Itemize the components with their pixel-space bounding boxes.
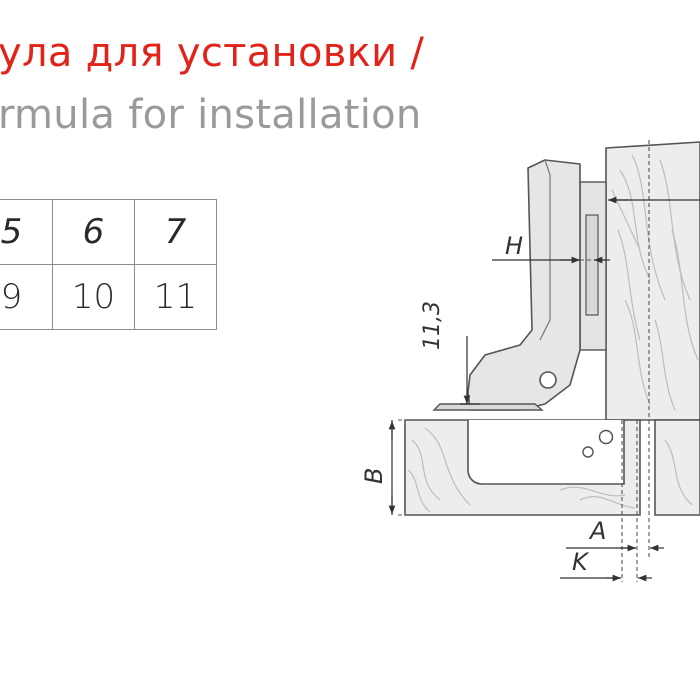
table-cell: 10 bbox=[52, 264, 135, 330]
door-panel bbox=[605, 141, 700, 421]
label-h: H bbox=[505, 232, 524, 260]
table-cell: 11 bbox=[134, 264, 217, 330]
table-row-values: 9 10 11 bbox=[0, 264, 217, 330]
mounting-plate bbox=[585, 214, 599, 316]
dimension-lines bbox=[388, 196, 700, 582]
table-cell: 7 bbox=[134, 199, 217, 265]
title-english: rmula for installation bbox=[0, 92, 422, 138]
label-11-3: 11,3 bbox=[420, 301, 445, 350]
hinge-body bbox=[432, 159, 581, 411]
table-cell: 5 bbox=[0, 199, 53, 265]
label-b: B bbox=[360, 467, 388, 484]
label-a: A bbox=[590, 517, 607, 545]
cabinet-panel bbox=[404, 419, 700, 516]
table-cell: 9 bbox=[0, 264, 53, 330]
label-k: K bbox=[572, 548, 588, 576]
formula-table: 5 6 7 9 10 11 bbox=[0, 199, 217, 330]
title-russian: ула для установки / bbox=[0, 30, 425, 76]
